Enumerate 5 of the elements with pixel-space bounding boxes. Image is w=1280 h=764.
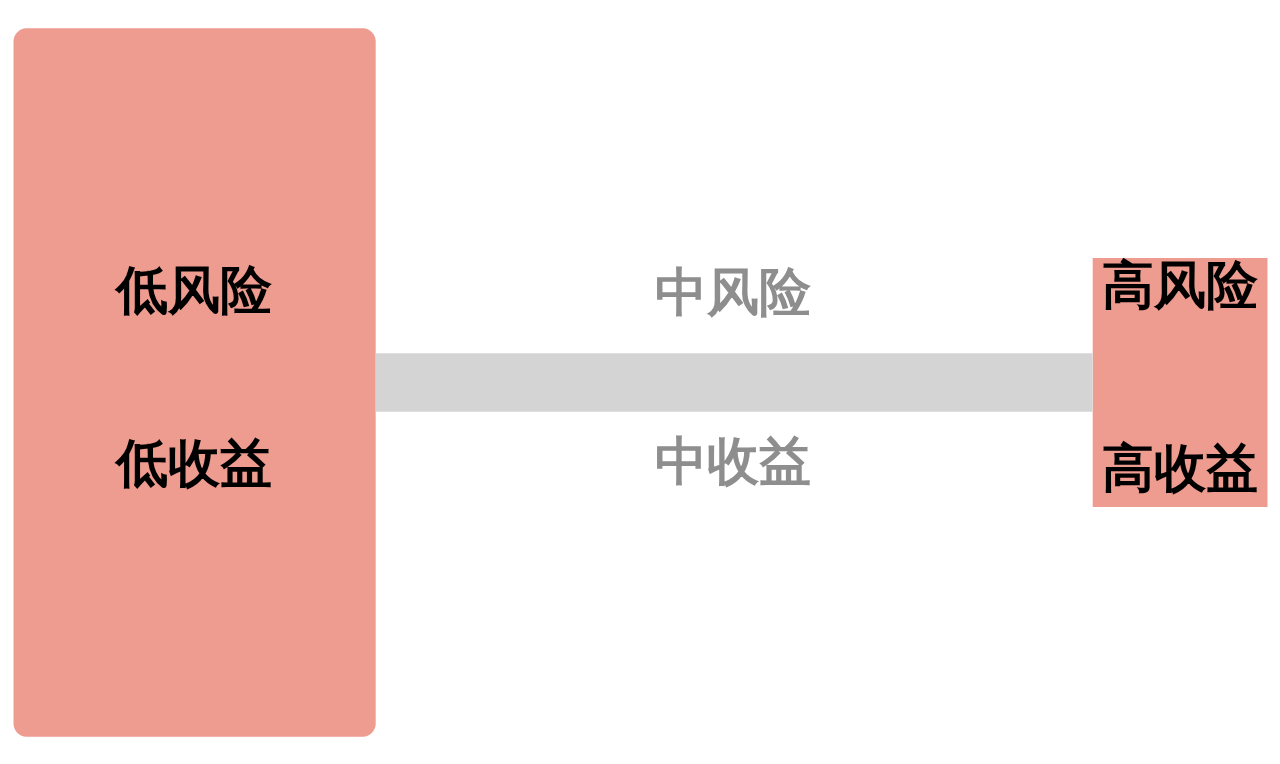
- node-box: 低风险 低收益: [13, 27, 376, 737]
- label: 中风险: [654, 260, 811, 322]
- node-box: 高风险 高收益: [1092, 257, 1267, 507]
- connector: [375, 352, 1092, 412]
- label: 中收益: [654, 429, 811, 491]
